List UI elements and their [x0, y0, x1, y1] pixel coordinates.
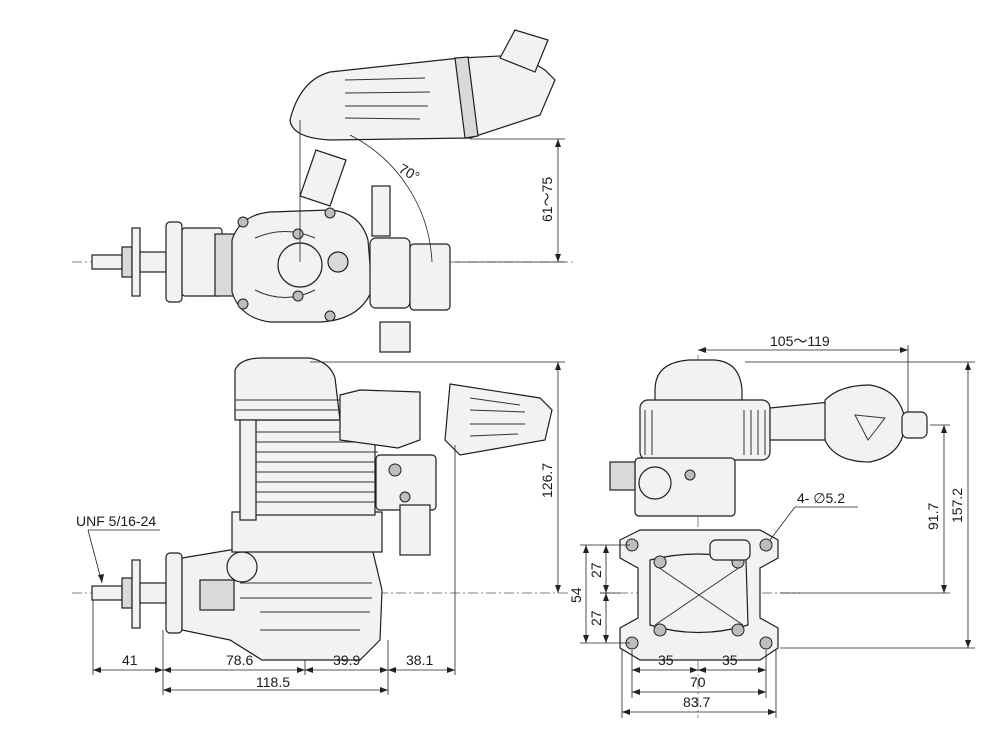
label-overall-length: 118.5: [256, 674, 290, 690]
label-prop-shaft: 41: [122, 652, 138, 668]
label-crank-to-mount: 78.6: [226, 652, 253, 668]
label-rear-length: 38.1: [406, 652, 433, 668]
label-hole-half-right: 35: [722, 652, 738, 668]
label-mount-half-lower: 27: [588, 610, 604, 626]
label-mount-length: 39.9: [333, 652, 360, 668]
label-angle: 70°: [396, 160, 422, 184]
label-mount-half-upper: 27: [588, 562, 604, 578]
label-front-height-mount: 91.7: [925, 503, 941, 530]
label-mount-total: 54: [568, 587, 584, 603]
label-hole-span: 70: [690, 674, 706, 690]
label-muffler-height: 61〜75: [539, 177, 555, 222]
label-thread: UNF 5/16-24: [76, 513, 156, 529]
label-muffler-offset: 105〜119: [770, 333, 830, 349]
label-hole-half-left: 35: [658, 652, 674, 668]
top-view: [72, 29, 575, 353]
label-side-height: 126.7: [539, 463, 555, 498]
front-view: [580, 345, 975, 718]
front-cylinder-fins: [644, 410, 766, 455]
label-mount-holes: 4- ∅5.2: [797, 490, 845, 506]
label-front-height-total: 157.2: [949, 488, 965, 523]
side-view: [72, 357, 570, 695]
label-mount-width: 83.7: [683, 694, 710, 710]
